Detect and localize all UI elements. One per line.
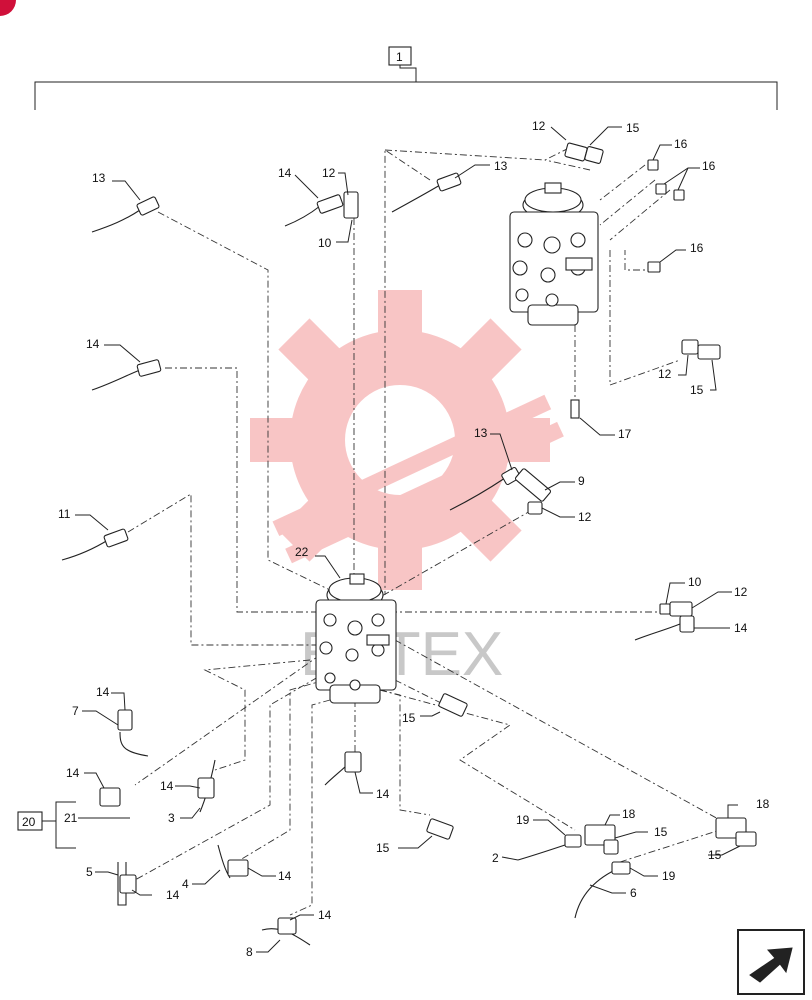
callout-5: 5	[86, 865, 93, 879]
callout-15-top-right: 15	[626, 121, 640, 135]
callout-14-bottom-center: 14	[376, 787, 390, 801]
callout-18-a: 18	[622, 807, 636, 821]
assembly-label: 1	[396, 50, 403, 64]
callout-8: 8	[246, 945, 253, 959]
callout-12-top: 12	[322, 166, 336, 180]
callout-18-b: 18	[756, 797, 770, 811]
next-page-arrow-icon[interactable]	[737, 929, 805, 995]
callout-labels: 13 14 12 10 13 12 15 16 16 16 14 12 15 1…	[58, 119, 770, 959]
callout-14-left: 14	[86, 337, 100, 351]
callout-19-a: 19	[516, 813, 530, 827]
callout-4: 4	[182, 877, 189, 891]
callout-9: 9	[578, 474, 585, 488]
callout-14-bottom-left-2: 14	[66, 766, 80, 780]
callout-16-c: 16	[690, 241, 704, 255]
connection-lines	[127, 144, 721, 916]
callout-12-right: 12	[658, 367, 672, 381]
callout-17: 17	[618, 427, 632, 441]
callout-14-top: 14	[278, 166, 292, 180]
callout-14-right-valve: 14	[734, 621, 748, 635]
callout-14-bottom-2: 14	[278, 869, 292, 883]
fittings-and-hoses	[61, 142, 757, 946]
callout-10-top: 10	[318, 236, 332, 250]
callout-14-bottom-3: 14	[318, 908, 332, 922]
callout-14-bottom-1: 14	[166, 888, 180, 902]
assembly-bracket: 1	[34, 46, 778, 110]
callout-15-bottom-b: 15	[708, 848, 722, 862]
subassembly-label: 20	[22, 815, 36, 829]
callout-12-middle: 12	[578, 510, 592, 524]
leader-lines	[75, 126, 741, 953]
callout-2: 2	[492, 851, 499, 865]
callout-13-top-center: 13	[494, 159, 508, 173]
callout-16-a: 16	[674, 137, 688, 151]
watermark-gear-logo	[250, 290, 564, 590]
callout-15-right: 15	[690, 383, 704, 397]
callout-7: 7	[72, 704, 79, 718]
upper-right-valve-block	[509, 182, 599, 326]
callout-11: 11	[58, 507, 71, 521]
callout-21: 21	[64, 811, 78, 825]
callout-14-bottom-left-3: 14	[160, 779, 174, 793]
callout-14-bottom-left-1: 14	[96, 685, 110, 699]
corner-badge	[0, 0, 16, 16]
callout-16-b: 16	[702, 159, 716, 173]
callout-12-top-right: 12	[532, 119, 546, 133]
callout-15-middle: 15	[402, 711, 416, 725]
callout-13-middle: 13	[474, 426, 488, 440]
callout-15-bottom-c: 15	[376, 841, 390, 855]
callout-19-b: 19	[662, 869, 676, 883]
callout-6: 6	[630, 886, 637, 900]
callout-15-bottom-a: 15	[654, 825, 668, 839]
callout-12-right-valve: 12	[734, 585, 748, 599]
callout-22: 22	[295, 545, 309, 559]
callout-13-top-left: 13	[92, 171, 106, 185]
subassembly-bracket: 20	[17, 801, 76, 849]
central-valve-block	[315, 573, 397, 704]
callout-10-right: 10	[688, 575, 702, 589]
callout-3: 3	[168, 811, 175, 825]
